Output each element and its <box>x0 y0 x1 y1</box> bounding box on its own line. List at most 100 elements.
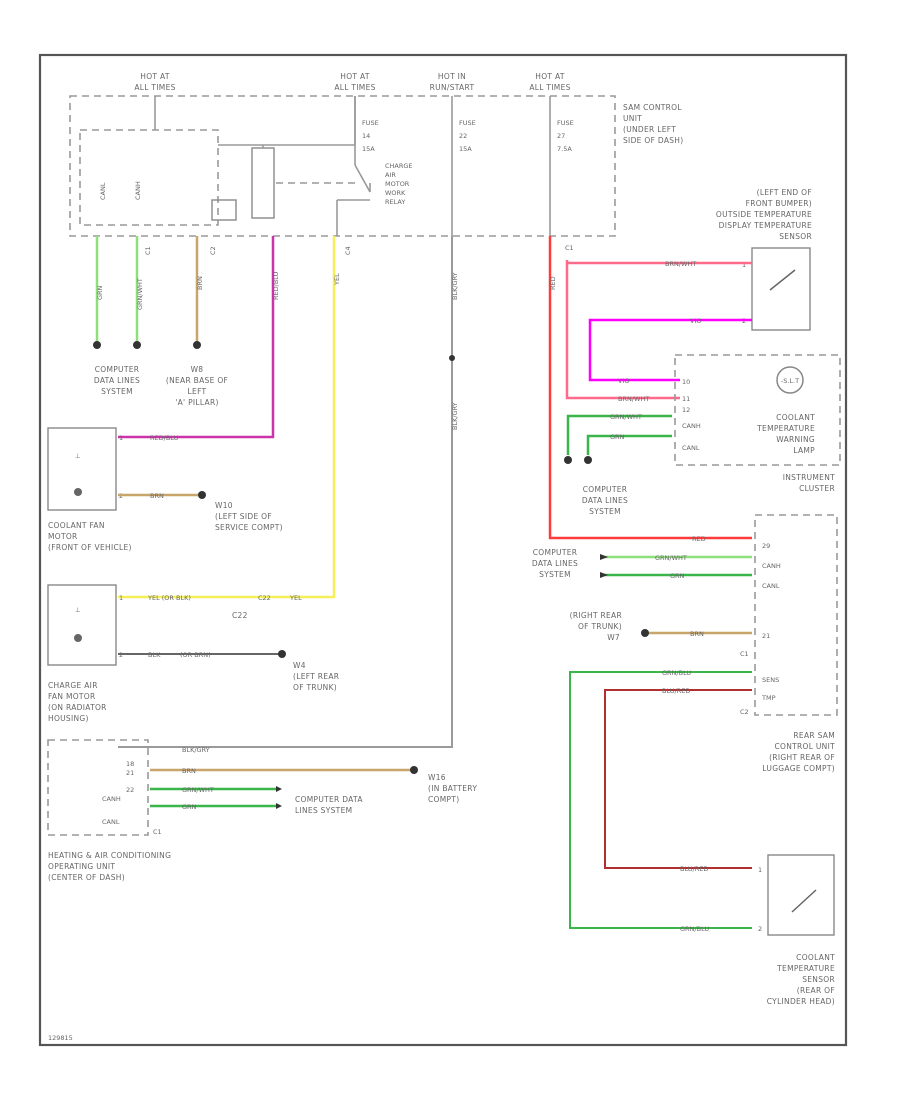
coolant-sensor-box <box>767 854 835 936</box>
charge-air-motor-symbol <box>74 634 82 642</box>
relay-label-5: RELAY <box>385 198 405 206</box>
fuse27-num: 27 <box>557 132 565 140</box>
cluster-gauge-text: -S.L.T <box>781 377 799 385</box>
hot-label-2a: HOT AT <box>340 72 370 81</box>
outside-temp-box <box>751 247 811 331</box>
hvac-pin-21: 21 <box>126 769 134 777</box>
rear-sam-label-1: REAR SAM <box>793 731 835 740</box>
cluster-label-2: TEMPERATURE <box>756 424 815 433</box>
sam-control-unit: SAM CONTROL UNIT (UNDER LEFT SIDE OF DAS… <box>69 95 683 255</box>
fuse22-amps: 15A <box>459 145 472 153</box>
computer-data-lines-2a: COMPUTER DATA <box>295 795 363 804</box>
cluster-title-1: INSTRUMENT <box>783 473 835 482</box>
sam-inner-module <box>79 129 219 226</box>
coolant-sensor-wire1: BLU/RED <box>680 865 708 873</box>
outside-temp-label-2: FRONT BUMPER) <box>746 199 812 208</box>
coolant-fan-pin1: 1 <box>119 434 123 442</box>
sam-conn-c4: C4 <box>344 246 352 255</box>
sam-wire-redblu-1: RED/BLU <box>272 271 280 300</box>
rear-sam-pin-21: 21 <box>762 632 770 640</box>
computer-data-lines-1a: COMPUTER <box>95 365 140 374</box>
instrument-cluster: -S.L.T COOLANT TEMPERATURE WARNING LAMP … <box>564 354 841 493</box>
coolant-sensor-label-3: SENSOR <box>802 975 835 984</box>
rear-sam-pin-canl: CANL <box>762 582 780 590</box>
hvac-wire-grn: GRN <box>182 803 197 811</box>
coolant-sensor-label-1: COOLANT <box>796 953 835 962</box>
w4-label-3: OF TRUNK) <box>293 683 337 692</box>
fuse14-amps: 15A <box>362 145 375 153</box>
computer-data-lines-2b: LINES SYSTEM <box>295 806 352 815</box>
fan-motor-glyph: ⊥ <box>75 452 81 460</box>
sam-pin-canl: CANL <box>99 182 107 200</box>
fuse27-wire-red: RED <box>549 276 557 290</box>
hvac-wire-blkgry: BLK/GRY <box>182 746 210 754</box>
sam-output-wires: GRN GRN/WHT BRN RED/BLU YEL BLK/GRY BLK/… <box>93 236 459 748</box>
outside-temp-label-4: DISPLAY TEMPERATURE <box>719 221 812 230</box>
charge-air-fan-motor: ⊥ 1 2 YEL (OR BLK) C22 YEL BLK (OR BRN) … <box>47 584 302 723</box>
w4-label-1: W4 <box>293 661 306 670</box>
w16-label-1: W16 <box>428 773 446 782</box>
fuse14-num: 14 <box>362 132 370 140</box>
coolant-sensor-label-5: CYLINDER HEAD) <box>767 997 835 1006</box>
rear-sam-wire-grnwht: GRN/WHT <box>655 554 687 562</box>
rear-sam-wire-brn: BRN <box>690 630 704 638</box>
relay-label-3: MOTOR <box>385 180 410 188</box>
hvac-unit-outline <box>47 739 149 836</box>
w7-label-2: OF TRUNK) <box>578 622 622 631</box>
charge-air-wire2b: (OR BRN) <box>180 651 211 659</box>
coolant-fan-wire1: RED/BLU <box>150 434 179 442</box>
fuse27-amps: 7.5A <box>557 145 572 153</box>
charge-air-label-3: (ON RADIATOR <box>48 703 107 712</box>
hot-label-1b: ALL TIMES <box>134 83 175 92</box>
coolant-fan-label-2: MOTOR <box>48 532 78 541</box>
fuse22-label: FUSE <box>459 119 476 127</box>
hot-label-3b: RUN/START <box>430 83 475 92</box>
coolant-sensor-pin1: 1 <box>758 866 762 874</box>
charge-air-glyph: ⊥ <box>75 606 81 614</box>
rear-sam-conn-c2: C2 <box>740 708 749 716</box>
cluster-pin-12: 12 <box>682 406 690 414</box>
coolant-fan-box <box>47 427 117 511</box>
computer-data-lines-3b: DATA LINES <box>582 496 628 505</box>
coolant-temp-sensor: 1 2 BLU/RED GRN/BLU COOLANT TEMPERATURE … <box>680 854 835 1006</box>
cluster-wire-grnwht: GRN/WHT <box>610 413 642 421</box>
diagram-frame <box>38 53 848 1047</box>
hvac-label-1: HEATING & AIR CONDITIONING <box>48 851 171 860</box>
power-sources: HOT AT ALL TIMES HOT AT ALL TIMES HOT IN… <box>134 72 570 92</box>
hot-label-3a: HOT IN <box>438 72 466 81</box>
outside-temp-wire1: BRN/WHT <box>665 260 696 268</box>
rear-sam-wire-blured: BLU/RED <box>662 687 690 695</box>
w10-label-3: SERVICE COMPT) <box>215 523 283 532</box>
coolant-fan-label-3: (FRONT OF VEHICLE) <box>48 543 132 552</box>
hvac-pin-18: 18 <box>126 760 134 768</box>
w7-label-1: (RIGHT REAR <box>570 611 622 620</box>
w7-label-3: W7 <box>607 633 620 642</box>
charge-air-wire1a: YEL (OR BLK) <box>147 594 191 602</box>
hvac-wire-brn: BRN <box>182 767 196 775</box>
charge-air-splice: C22 <box>258 594 271 602</box>
relay-label-1: CHARGE <box>385 162 413 170</box>
cluster-title-2: CLUSTER <box>799 484 835 493</box>
coolant-sensor-label-2: TEMPERATURE <box>776 964 835 973</box>
computer-data-lines-3a: COMPUTER <box>583 485 628 494</box>
rear-sam-pin-tmp: TMP <box>761 694 776 702</box>
w10-label-1: W10 <box>215 501 233 510</box>
rear-sam-control-unit: 29 CANH CANL 21 C1 SENS TMP C2 RED GRN/W… <box>569 514 838 929</box>
charge-air-fan-box <box>47 584 117 666</box>
outside-temp-pin1: 1 <box>742 261 746 269</box>
hot-label-4b: ALL TIMES <box>529 83 570 92</box>
computer-data-lines-3c: SYSTEM <box>589 507 621 516</box>
outside-temp-label-1: (LEFT END OF <box>757 188 812 197</box>
charge-air-label-1: CHARGE AIR <box>48 681 98 690</box>
cluster-wire-vio: VIO <box>618 377 629 385</box>
sam-wire-brn-1: BRN <box>196 276 204 290</box>
rear-sam-label-2: CONTROL UNIT <box>774 742 835 751</box>
rear-sam-pin-sens: SENS <box>762 676 779 684</box>
w16-label-3: COMPT) <box>428 795 459 804</box>
coolant-fan-wire2: BRN <box>150 492 164 500</box>
rear-sam-outline <box>754 514 838 716</box>
cluster-pin-canl: CANL <box>682 444 700 452</box>
hot-label-4a: HOT AT <box>535 72 565 81</box>
charge-air-label-2: FAN MOTOR <box>48 692 96 701</box>
